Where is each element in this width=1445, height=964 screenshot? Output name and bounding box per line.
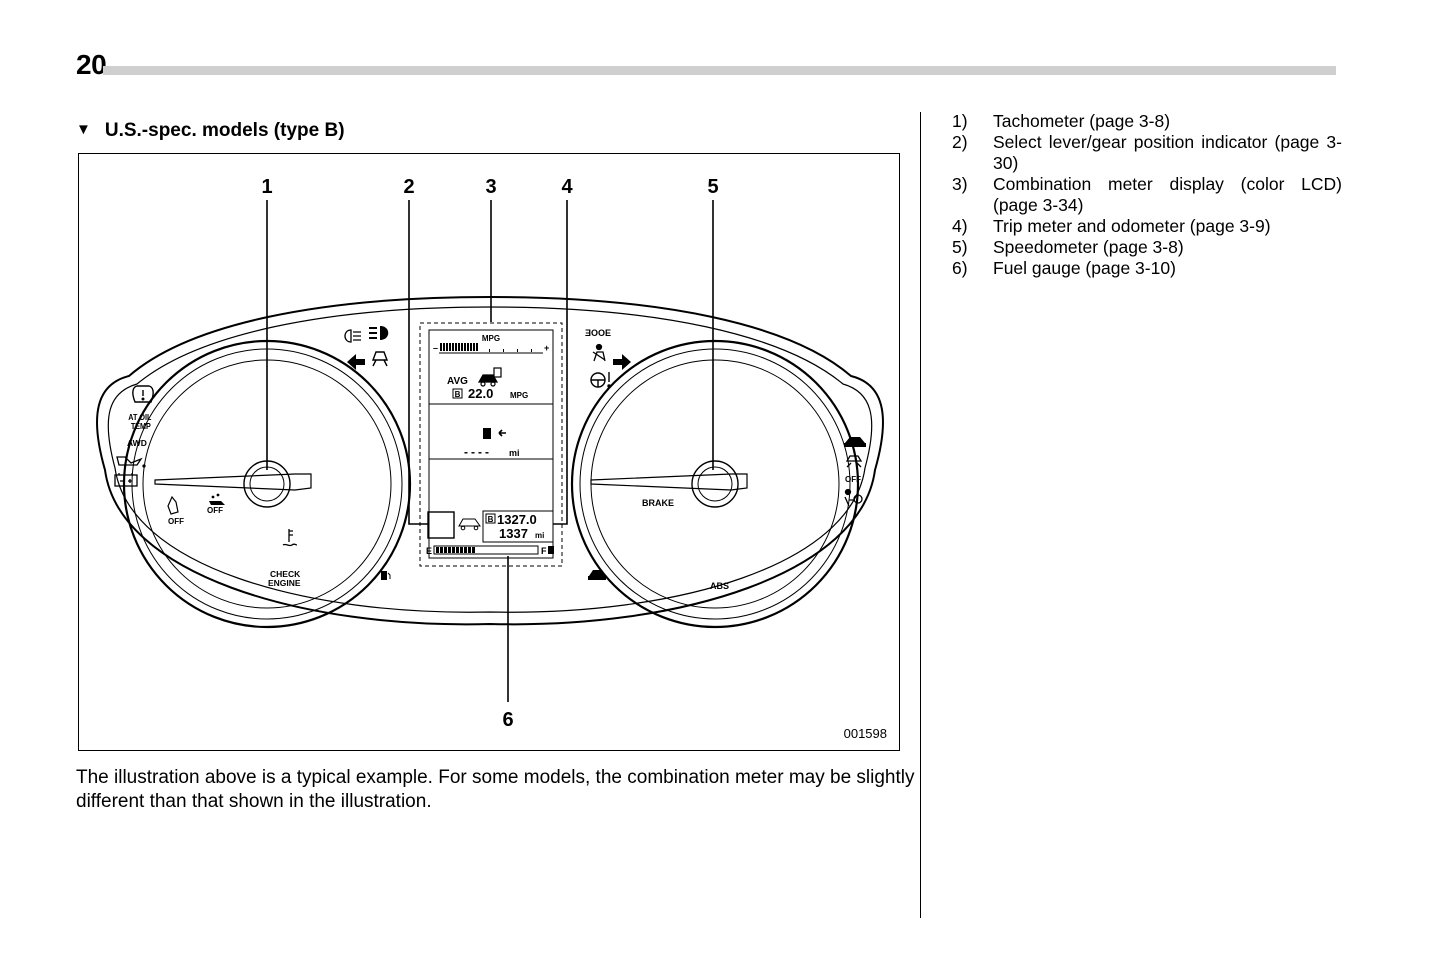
legend-text: Tachometer (page 3-8) (993, 111, 1171, 131)
range-unit: mi (509, 448, 520, 458)
section-heading: ▼ U.S.-spec. models (type B) (76, 120, 345, 142)
left-indicators: AT OIL TEMP AWD OFF OFF CHECK ENGINE (114, 326, 391, 588)
speedometer (570, 339, 860, 629)
legend-text: Speedometer (page 3-8) (993, 237, 1184, 257)
instrument-cluster-illustration: MPG – + AVG B 22.0 MPG (96, 176, 887, 741)
vehicle-icon (458, 518, 481, 531)
oil-pressure-icon (116, 456, 146, 468)
at-oil-temp-label-1: AT OIL (128, 412, 151, 422)
left-turn-signal-icon (347, 354, 365, 370)
cluster-shell (96, 295, 884, 626)
fuel-gauge-fill (436, 547, 475, 553)
power-steering-warning-icon (590, 372, 611, 388)
callout-5: 5 (707, 176, 718, 198)
avg-value: 22.0 (468, 386, 493, 401)
vehicle-right-icon (844, 437, 866, 447)
legend-num: 3) (952, 174, 968, 194)
triangle-bullet-icon: ▼ (76, 121, 91, 138)
page-number: 20 (76, 49, 107, 80)
high-beam-icon (369, 326, 389, 340)
trip-badge: B (488, 515, 494, 524)
legend-item: 1) Tachometer (page 3-8) (952, 111, 1342, 132)
off-right-label: OFF (845, 475, 861, 484)
mpg-bar-fill (440, 343, 478, 351)
check-engine-label-2: ENGINE (268, 578, 301, 588)
tire-pressure-warning-icon (132, 385, 154, 403)
figure-caption: The illustration above is a typical exam… (76, 767, 915, 812)
charge-warning-icon (114, 473, 138, 487)
combination-meter-display: MPG – + AVG B 22.0 MPG (419, 322, 563, 567)
avg-label: AVG (447, 376, 468, 387)
legend-item: 4) Trip meter and odometer (page 3-9) (952, 216, 1342, 237)
eco-indicator-label: ƎOOE (585, 328, 611, 338)
legend-item: 6) Fuel gauge (page 3-10) (952, 258, 1342, 279)
legend-num: 6) (952, 258, 968, 278)
brake-label: BRAKE (642, 498, 674, 508)
low-fuel-icon (381, 571, 391, 580)
fuel-gauge (433, 545, 539, 555)
avg-unit: MPG (510, 391, 528, 400)
right-indicators: ƎOOE OFF BRAKE ABS (585, 328, 866, 591)
legend-num: 4) (952, 216, 968, 236)
column-divider (920, 112, 921, 918)
callout-2: 2 (403, 176, 414, 198)
section-heading-text: U.S.-spec. models (type B) (104, 120, 345, 141)
fuel-pump-icon (548, 546, 554, 554)
callout-leader-2 (408, 200, 428, 525)
coolant-temperature-icon (282, 529, 298, 547)
legend-text: Fuel gauge (page 3-10) (993, 258, 1176, 278)
hill-start-assist-icon (588, 570, 606, 580)
legend-num: 2) (952, 132, 968, 152)
off-left-label-2: OFF (207, 506, 223, 515)
callout-1: 1 (261, 176, 272, 198)
legend-text: Combination meter display (color LCD) (p… (993, 174, 1342, 215)
callout-leaders (266, 200, 714, 702)
abs-label: ABS (710, 581, 729, 591)
callout-3: 3 (485, 176, 496, 198)
mpg-bar-minus: – (433, 343, 438, 353)
right-turn-signal-icon (613, 354, 631, 370)
range-value: ---- (464, 445, 492, 459)
legend-num: 5) (952, 237, 968, 257)
off-left-label-1: OFF (168, 517, 184, 526)
traction-control-icon (209, 493, 225, 505)
callout-6: 6 (502, 709, 513, 731)
mpg-bar-label: MPG (482, 334, 500, 343)
legend-text: Select lever/gear position indicator (pa… (993, 132, 1342, 173)
awd-label: AWD (127, 438, 147, 448)
vehicle-dynamics-off-icon (167, 495, 179, 515)
legend-num: 1) (952, 111, 968, 131)
avg-badge: B (455, 390, 461, 399)
gear-position-indicator (427, 511, 455, 539)
front-fog-light-icon (344, 329, 361, 343)
legend-item: 5) Speedometer (page 3-8) (952, 237, 1342, 258)
fuel-range-icon (483, 428, 506, 439)
mpg-bar-plus: + (544, 343, 549, 353)
odo-value: 1337 (499, 526, 528, 541)
callout-leader-4 (553, 200, 568, 525)
callout-4: 4 (561, 176, 573, 198)
instrument-cluster-figure: MPG – + AVG B 22.0 MPG (78, 153, 900, 751)
stability-control-icon (845, 455, 863, 468)
legend-item: 2) Select lever/gear position indicator (… (952, 132, 1342, 174)
avg-fuel-economy-icon (477, 367, 502, 387)
fuel-empty-label: E (426, 546, 432, 556)
trip-value: 1327.0 (497, 512, 537, 527)
at-oil-temp-label-2: TEMP (131, 421, 151, 431)
seatbelt-warning-icon (592, 343, 606, 362)
legend-list: 1) Tachometer (page 3-8) 2) Select lever/g… (952, 111, 1342, 279)
legend-text: Trip meter and odometer (page 3-9) (993, 216, 1271, 236)
fuel-full-label: F (541, 546, 547, 556)
lane-keep-icon (371, 351, 389, 367)
odo-unit: mi (535, 531, 544, 540)
airbag-warning-icon (844, 488, 863, 507)
legend-item: 3) Combination meter display (color LCD) … (952, 174, 1342, 216)
figure-id: 001598 (844, 726, 887, 741)
header-rule (103, 66, 1336, 75)
check-engine-label-1: CHECK (270, 569, 301, 579)
